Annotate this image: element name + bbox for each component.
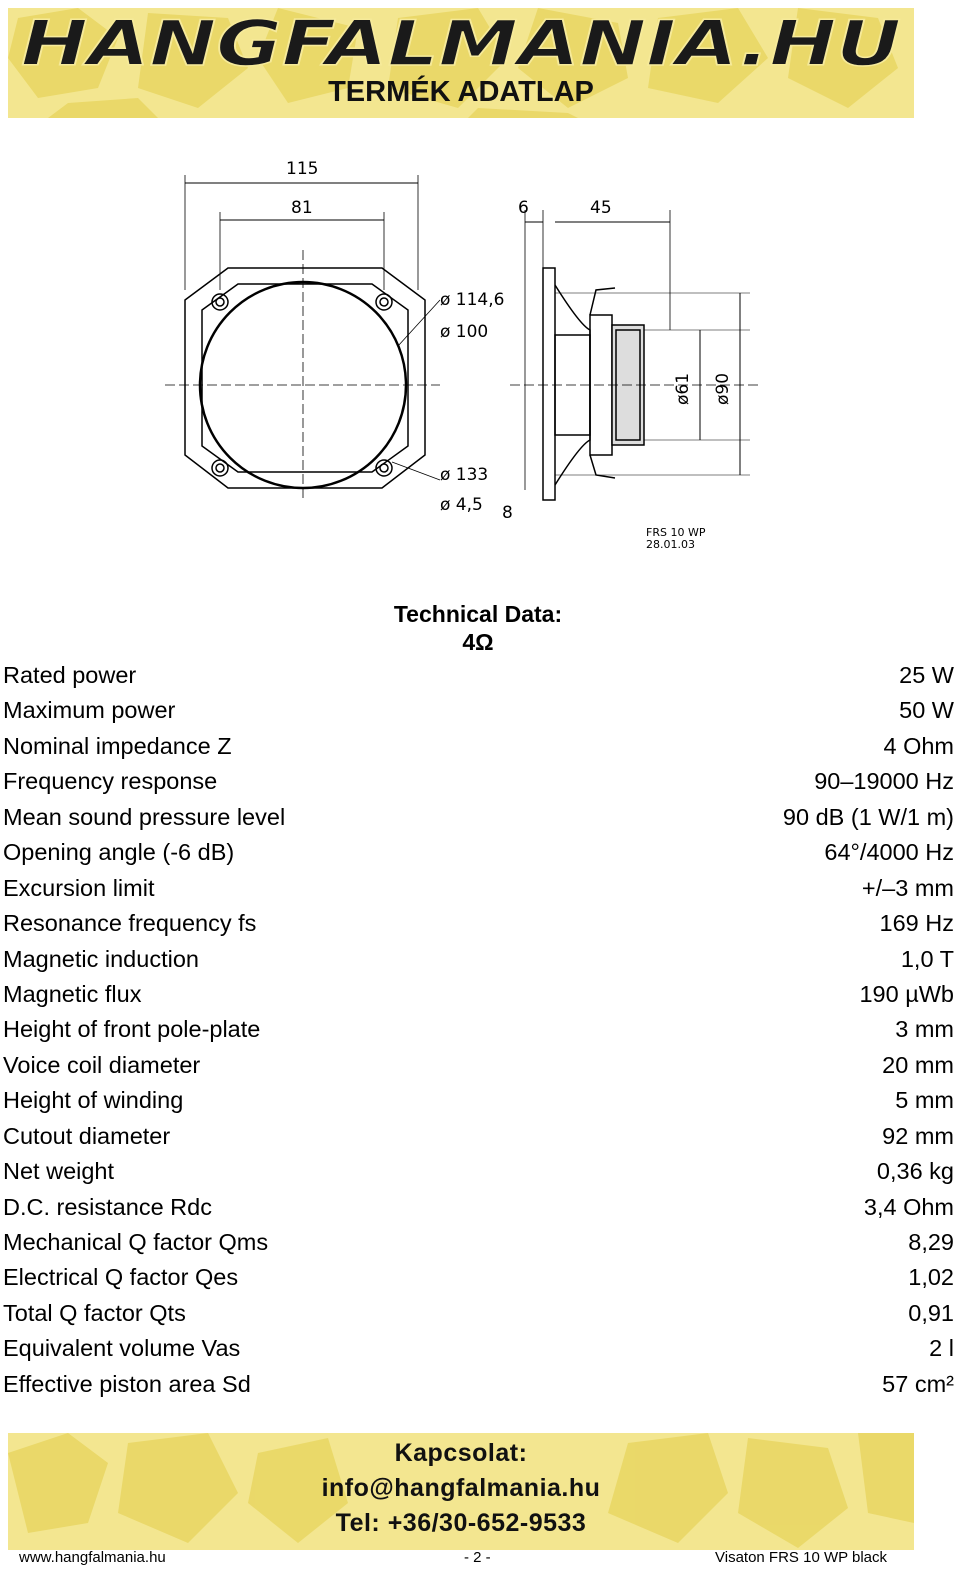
spec-label: Cutout diameter (3, 1122, 171, 1149)
spec-row: Height of front pole-plate 3 mm (3, 1012, 954, 1047)
spec-label: Electrical Q factor Qes (3, 1264, 239, 1291)
spec-label: Height of front pole-plate (3, 1016, 261, 1043)
technical-data-heading: Technical Data: 4Ω (0, 600, 956, 656)
contact-heading: Kapcsolat: (394, 1439, 528, 1467)
spec-label: Nominal impedance Z (3, 732, 232, 759)
spec-value: 25 W (899, 662, 954, 688)
spec-row: D.C. resistance Rdc 3,4 Ohm (3, 1190, 954, 1225)
spec-label: Magnetic flux (3, 980, 142, 1007)
spec-row: Mechanical Q factor Qms 8,29 (3, 1225, 954, 1260)
spec-value: 20 mm (882, 1051, 954, 1078)
spec-row: Magnetic induction 1,0 T (3, 942, 954, 977)
dim-81: 81 (291, 198, 313, 218)
spec-label: Net weight (3, 1158, 115, 1185)
spec-label: Magnetic induction (3, 945, 199, 972)
stamp-model: FRS 10 WP (646, 526, 706, 539)
spec-label: Rated power (3, 662, 137, 688)
contact-banner: Kapcsolat: info@hangfalmania.hu Tel: +36… (8, 1433, 914, 1550)
spec-value: +/–3 mm (861, 874, 954, 901)
spec-value: 2 l (929, 1335, 954, 1362)
speaker-drawing: 115 81 6 45 ø 114,6 ø 100 ø 133 ø 4,5 8 … (165, 159, 760, 551)
spec-row: Nominal impedance Z 4 Ohm (3, 729, 954, 764)
footer-website[interactable]: www.hangfalmania.hu (19, 1549, 166, 1566)
spec-label: Opening angle (-6 dB) (3, 839, 235, 866)
spec-row: Frequency response 90–19000 Hz (3, 764, 954, 799)
spec-label: Effective piston area Sd (3, 1370, 251, 1397)
spec-row: Rated power 25 W (3, 658, 954, 693)
spec-row: Voice coil diameter 20 mm (3, 1048, 954, 1083)
spec-row: Total Q factor Qts 0,91 (3, 1296, 954, 1331)
spec-row: Opening angle (-6 dB) 64°/4000 Hz (3, 835, 954, 870)
spec-value: 0,36 kg (876, 1158, 954, 1185)
footer-product: Visaton FRS 10 WP black (715, 1549, 888, 1566)
spec-row: Electrical Q factor Qes 1,02 (3, 1260, 954, 1295)
spec-row: Effective piston area Sd 57 cm² (3, 1367, 954, 1402)
dia-133: ø 133 (440, 465, 488, 485)
spec-value: 1,0 T (900, 945, 954, 972)
stamp-date: 28.01.03 (646, 538, 695, 551)
spec-row: Equivalent volume Vas 2 l (3, 1331, 954, 1366)
front-view (165, 175, 441, 500)
spec-table: Rated power 25 W Maximum power 50 W Nominal … (3, 658, 954, 1402)
spec-value: 8,29 (908, 1229, 954, 1255)
contact-email[interactable]: info@hangfalmania.hu (321, 1474, 601, 1502)
footer-page-number: - 2 - (464, 1549, 491, 1566)
document-title: TERMÉK ADATLAP (328, 76, 594, 108)
dim-8: 8 (502, 503, 513, 523)
dia-4-5: ø 4,5 (440, 495, 483, 515)
header-banner: HANGFALMANIA.HU TERMÉK ADATLAP (8, 8, 914, 118)
spec-value: 3 mm (895, 1016, 954, 1043)
dim-115: 115 (286, 159, 318, 179)
spec-label: Excursion limit (3, 874, 155, 901)
spec-label: Voice coil diameter (3, 1051, 201, 1078)
spec-value: 50 W (899, 697, 954, 724)
spec-label: Height of winding (3, 1087, 184, 1114)
spec-value: 5 mm (895, 1087, 954, 1114)
dia-90: ø90 (713, 373, 733, 405)
spec-value: 190 µWb (859, 980, 954, 1007)
spec-label: D.C. resistance Rdc (3, 1193, 212, 1220)
spec-label: Maximum power (3, 697, 176, 724)
spec-label: Mechanical Q factor Qms (3, 1229, 269, 1255)
spec-row: Net weight 0,36 kg (3, 1154, 954, 1189)
dia-100: ø 100 (440, 322, 488, 342)
side-view (510, 210, 760, 501)
svg-text:HANGFALMANIA.HU: HANGFALMANIA.HU (21, 10, 901, 80)
spec-label: Total Q factor Qts (3, 1299, 186, 1326)
spec-row: Cutout diameter 92 mm (3, 1119, 954, 1154)
technical-title: Technical Data: (393, 601, 563, 627)
spec-row: Mean sound pressure level 90 dB (1 W/1 m) (3, 800, 954, 835)
spec-value: 0,91 (908, 1299, 954, 1326)
spec-row: Height of winding 5 mm (3, 1083, 954, 1118)
spec-row: Resonance frequency fs 169 Hz (3, 906, 954, 941)
spec-row: Excursion limit +/–3 mm (3, 871, 954, 906)
dim-6: 6 (518, 198, 529, 218)
spec-value: 3,4 Ohm (863, 1193, 954, 1220)
spec-label: Equivalent volume Vas (3, 1335, 241, 1362)
spec-value: 90–19000 Hz (814, 768, 954, 795)
spec-value: 92 mm (882, 1122, 954, 1149)
spec-value: 57 cm² (882, 1370, 954, 1397)
spec-row: Magnetic flux 190 µWb (3, 977, 954, 1012)
spec-value: 90 dB (1 W/1 m) (782, 803, 954, 830)
spec-value: 64°/4000 Hz (824, 839, 954, 866)
dia-114-6: ø 114,6 (440, 290, 504, 310)
contact-phone: Tel: +36/30-652-9533 (335, 1509, 587, 1537)
impedance-label: 4Ω (462, 629, 494, 655)
dia-61: ø61 (673, 373, 693, 405)
spec-row: Maximum power 50 W (3, 693, 954, 728)
spec-value: 1,02 (908, 1264, 954, 1291)
logo: HANGFALMANIA.HU (20, 10, 902, 80)
spec-label: Resonance frequency fs (3, 910, 257, 937)
spec-value: 169 Hz (879, 910, 954, 937)
banner-pattern (8, 8, 914, 118)
dim-45: 45 (590, 198, 612, 218)
banner-pattern (8, 1433, 914, 1550)
spec-label: Frequency response (3, 768, 218, 795)
spec-label: Mean sound pressure level (3, 803, 286, 830)
spec-value: 4 Ohm (883, 732, 954, 759)
